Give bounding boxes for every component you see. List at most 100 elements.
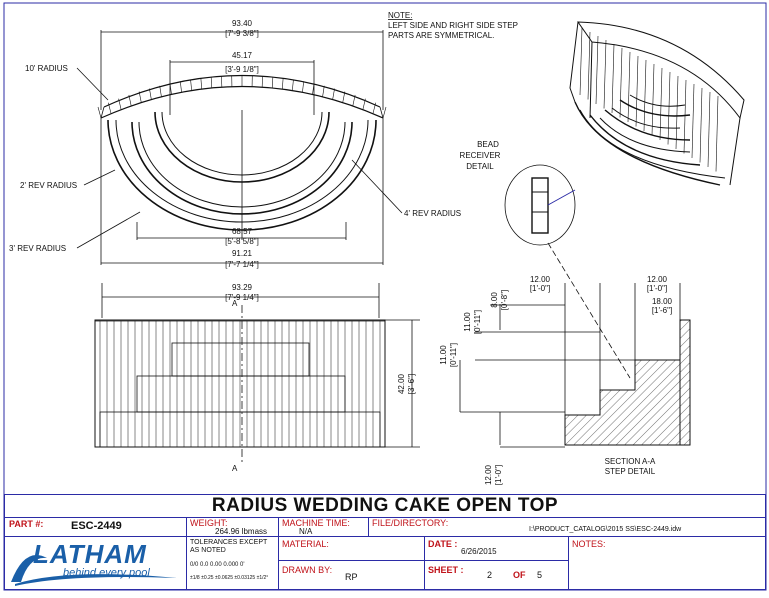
sheet-label: SHEET : (428, 565, 464, 575)
band-segment (180, 81, 181, 92)
weight-cell: WEIGHT: 264.96 lbmass (187, 517, 279, 537)
dim-front-height: 42.00 (397, 373, 406, 394)
label-3-rev-radius: 3' REV RADIUS (9, 244, 66, 253)
file-value: I:\PRODUCT_CATALOG\2015 SS\ESC-2449.idw (529, 526, 681, 533)
dim-section-7: 12.00 (484, 464, 493, 485)
band-segment (302, 81, 303, 92)
iso-slat (596, 36, 598, 104)
band-segment (191, 80, 192, 91)
of-value: 5 (537, 570, 542, 580)
logo-cell: LATHAM behind every pool (5, 537, 187, 589)
dim-section-3-ft: [1'-6"] (652, 306, 672, 315)
iso-slat (668, 72, 670, 145)
file-cell: FILE/DIRECTORY: I:\PRODUCT_CATALOG\2015 … (369, 517, 765, 537)
machine-cell: MACHINE TIME: N/A (279, 517, 369, 537)
band-segment (98, 107, 101, 118)
drawing-title: RADIUS WEDDING CAKE OPEN TOP (5, 495, 765, 518)
tolerance-cell: TOLERANCES EXCEPT AS NOTED 0/0 0.0 0.00 … (187, 537, 279, 589)
iso-slat (588, 32, 590, 100)
sheet-value: 2 (487, 570, 492, 580)
of-label: OF (513, 570, 526, 580)
machine-label: MACHINE TIME: (282, 518, 350, 528)
machine-value: N/A (299, 527, 312, 536)
front-view (95, 283, 420, 462)
file-label: FILE/DIRECTORY: (372, 518, 448, 528)
dim-front-width: 93.29 (232, 283, 253, 292)
section-mark-bottom: A (232, 464, 238, 473)
band-segment (282, 78, 283, 89)
part-label: PART #: (9, 519, 43, 529)
iso-slat (676, 76, 678, 149)
band-segment (292, 80, 293, 91)
dim-inner-width-ft: [3'-9 1/8"] (225, 65, 259, 74)
date-value: 6/26/2015 (461, 547, 497, 556)
notes-label: NOTES: (572, 539, 606, 549)
material-label: MATERIAL: (282, 539, 329, 549)
dim-section-4-ft: [0'-8"] (500, 290, 509, 310)
note-line-1: LEFT SIDE AND RIGHT SIDE STEP (388, 21, 518, 30)
dim-front-height-ft: [3'-6"] (407, 374, 416, 394)
band-segment (383, 107, 386, 118)
notes-cell: NOTES: (569, 537, 765, 589)
dim-mid-width: 68.57 (232, 227, 253, 236)
drawn-label: DRAWN BY: (282, 565, 332, 575)
iso-slat (612, 44, 614, 113)
logo-text: LATHAM (33, 539, 147, 570)
dim-section-2-ft: [1'-0"] (647, 284, 667, 293)
dim-base-width: 91.21 (232, 249, 253, 258)
dim-inner-width: 45.17 (232, 51, 253, 60)
band-segment (149, 89, 151, 100)
dim-section-5: 11.00 (463, 312, 472, 332)
iso-slat (652, 64, 654, 136)
iso-slat (700, 88, 702, 163)
dim-section-7-ft: [1'-0"] (494, 465, 503, 485)
iso-slat (692, 84, 694, 158)
bead-label-3: DETAIL (466, 162, 494, 171)
band-segment (211, 77, 212, 88)
section-caption-1: SECTION A-A (605, 457, 656, 466)
dim-mid-width-ft: [5'-8 5/8"] (225, 237, 259, 246)
label-10-radius: 10' RADIUS (25, 64, 68, 73)
dim-overall-width: 93.40 (232, 19, 253, 28)
front-view-slats (100, 321, 380, 447)
dim-section-6-ft: [0'-11"] (449, 343, 458, 367)
iso-slat (636, 56, 638, 127)
dim-section-3: 18.00 (652, 297, 673, 306)
isometric-slats (580, 28, 718, 172)
band-segment (323, 86, 325, 97)
sheet-cell: SHEET : 2 OF 5 (425, 561, 569, 589)
label-2-rev-radius: 2' REV RADIUS (20, 181, 77, 190)
iso-slat (716, 96, 718, 172)
iso-slat (644, 60, 646, 131)
dim-overall-width-ft: [7'-9 3/8"] (225, 29, 259, 38)
bead-detail (505, 165, 630, 378)
material-cell: MATERIAL: (279, 537, 425, 561)
part-cell: PART #: ESC-2449 (5, 517, 187, 537)
dim-section-1-ft: [1'-0"] (530, 284, 550, 293)
iso-slat (604, 40, 606, 109)
bead-label-2: RECEIVER (460, 151, 501, 160)
dim-section-1: 12.00 (530, 275, 551, 284)
band-segment (160, 86, 162, 97)
logo-tagline: behind every pool (63, 567, 150, 579)
band-segment (201, 78, 202, 89)
iso-slat (580, 28, 582, 95)
tol-line-1: TOLERANCES EXCEPT (190, 539, 267, 546)
dim-base-width-ft: [7'-7 1/4"] (225, 260, 259, 269)
note-line-2: PARTS ARE SYMMETRICAL. (388, 31, 494, 40)
dim-section-2: 12.00 (647, 275, 668, 284)
note-title: NOTE: (388, 11, 412, 20)
drawn-value: RP (345, 572, 358, 582)
section-caption-2: STEP DETAIL (605, 467, 656, 476)
dim-section-6: 11.00 (439, 345, 448, 365)
weight-value: 264.96 lbmass (215, 527, 267, 536)
dim-section-4: 8.00 (490, 292, 499, 308)
tol-line-4: ±1/8 ±0.25 ±0.0625 ±0.03125 ±1/2° (190, 575, 268, 581)
title-block: RADIUS WEDDING CAKE OPEN TOP PART #: ESC… (4, 494, 766, 590)
iso-slat (620, 48, 622, 118)
iso-slat (660, 68, 662, 140)
dim-front-width-ft: [7'-9 1/4"] (225, 293, 259, 302)
band-segment (272, 77, 273, 88)
part-value: ESC-2449 (71, 520, 122, 532)
tol-line-3: 0/0 0.0 0.00 0.000 0' (190, 562, 245, 568)
